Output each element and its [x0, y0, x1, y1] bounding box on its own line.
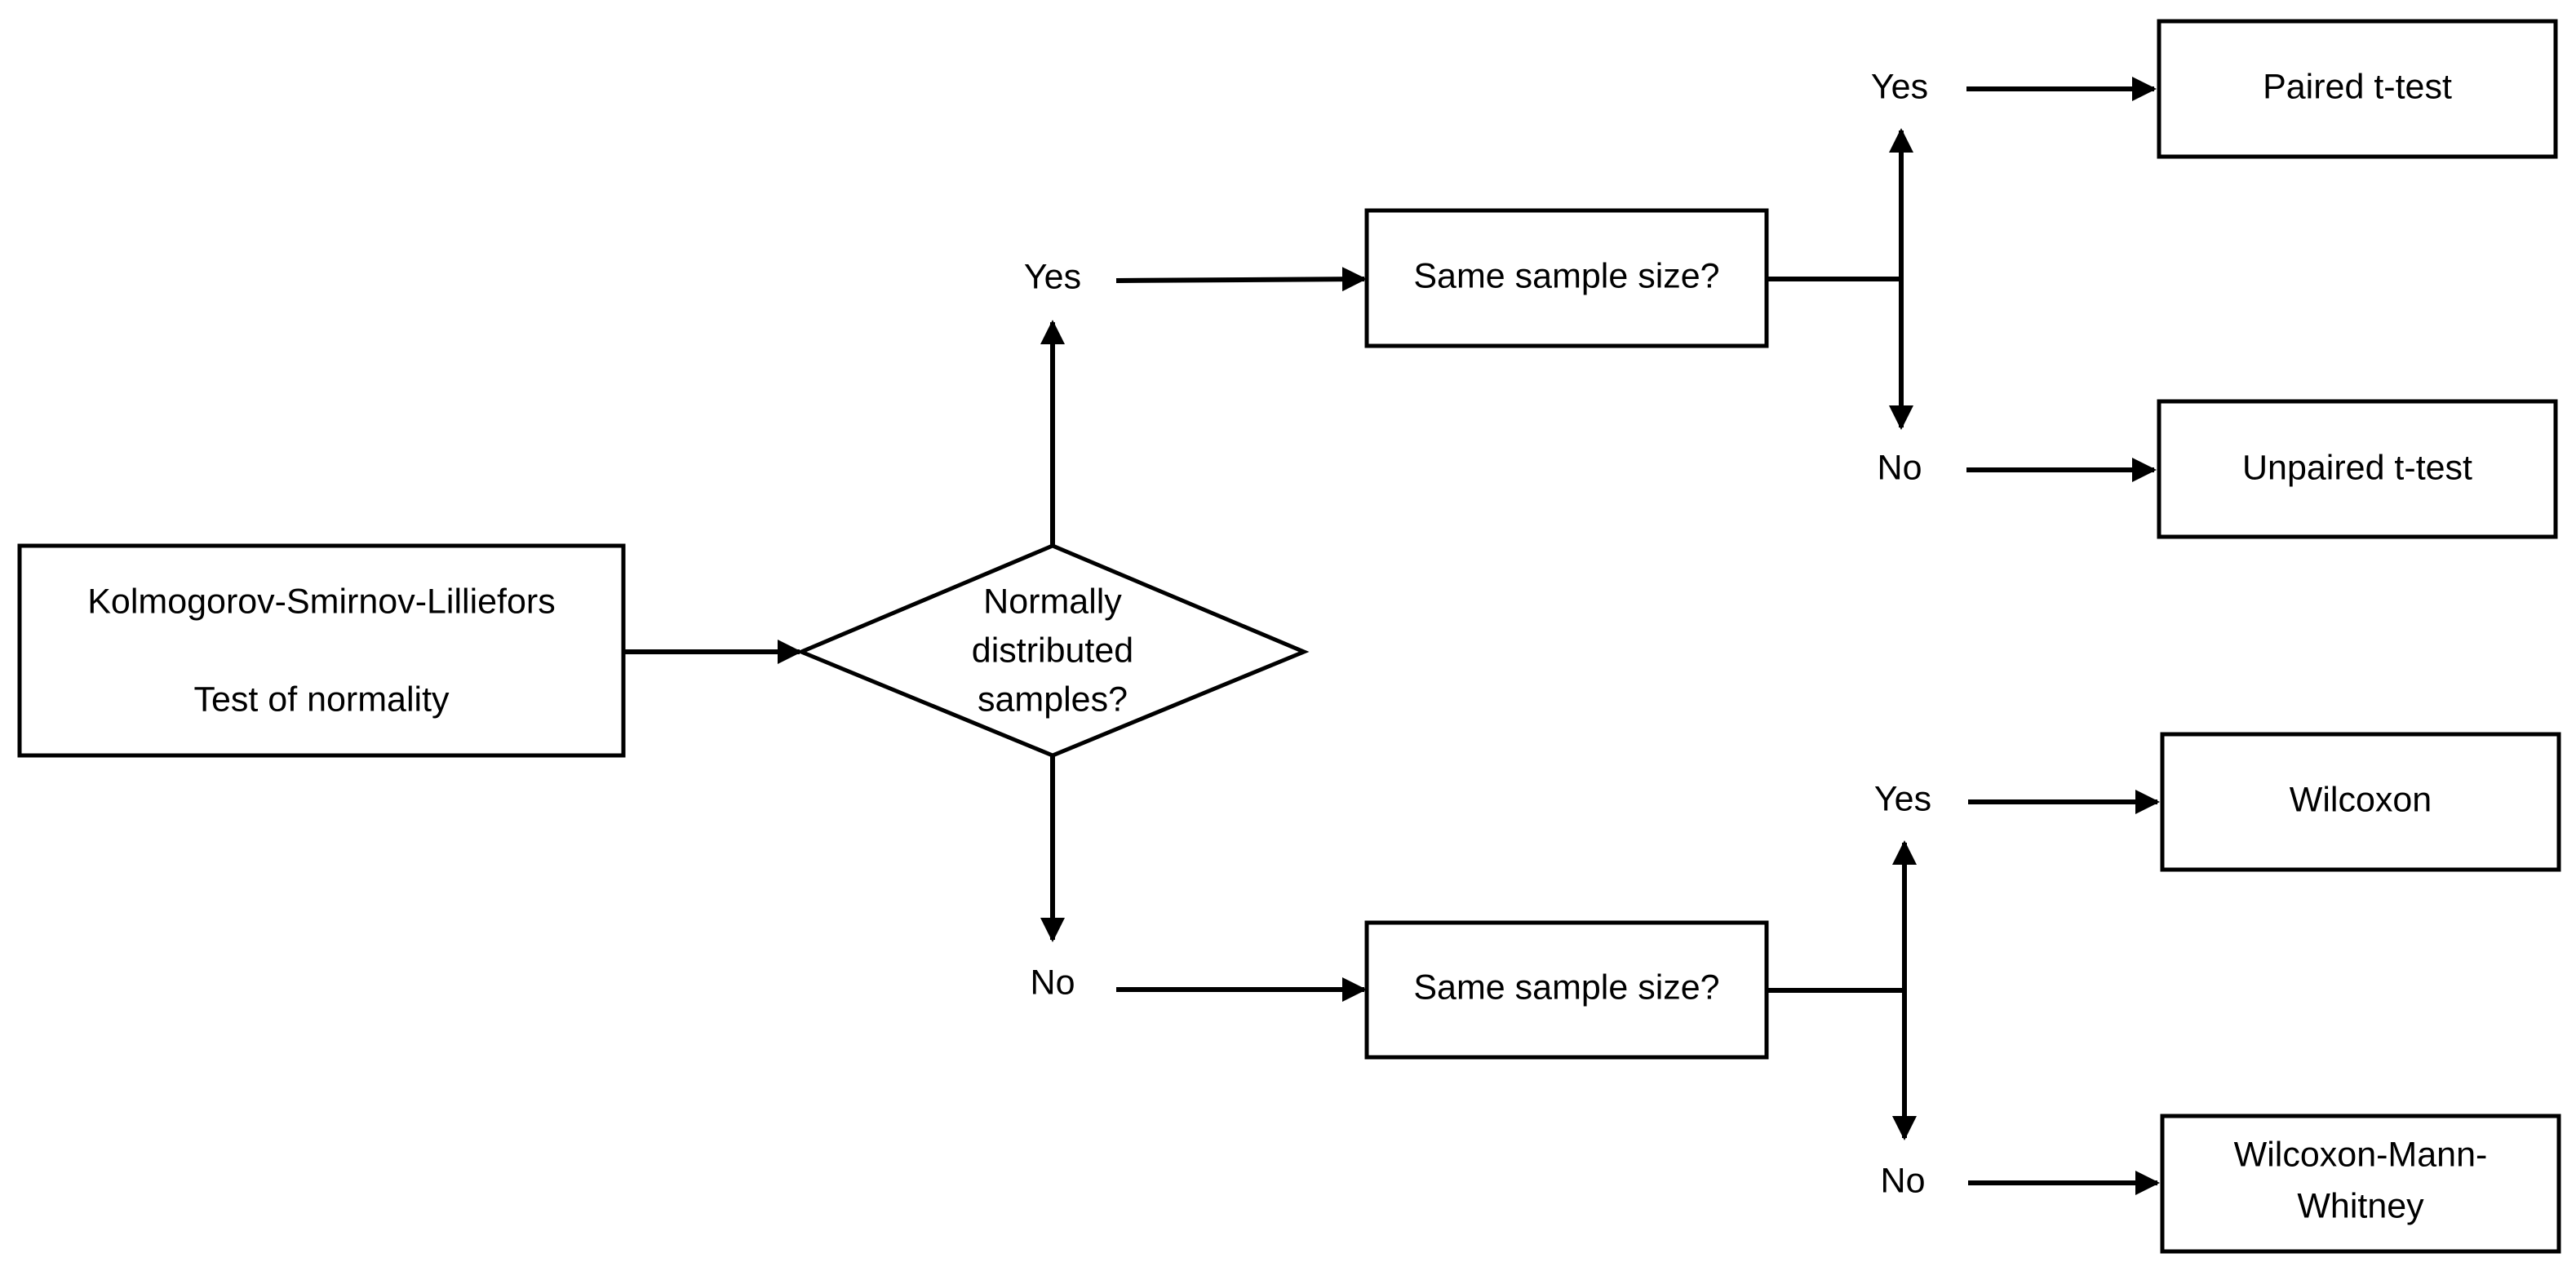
- question-box-top: Same sample size?: [1364, 208, 1769, 348]
- question-box-bottom: Same sample size?: [1364, 920, 1769, 1060]
- arrow-yes-to-question-top: [1115, 267, 1367, 292]
- branch-no-label: No: [1031, 963, 1075, 1002]
- result-paired-t-test-label: Paired t-test: [2263, 67, 2452, 106]
- start-box-line1: Kolmogorov-Smirnov-Lilliefors: [87, 582, 556, 621]
- result-wmw-line1: Wilcoxon-Mann-: [2234, 1135, 2488, 1174]
- decision-line1: Normally: [983, 582, 1122, 621]
- result-box-paired-t-test: Paired t-test: [2157, 19, 2558, 159]
- decision-line3: samples?: [978, 680, 1128, 719]
- top-no-label: No: [1878, 448, 1922, 487]
- result-box-unpaired-t-test: Unpaired t-test: [2157, 399, 2558, 539]
- bottom-yes-label: Yes: [1874, 779, 1931, 818]
- question-top-label: Same sample size?: [1413, 256, 1719, 295]
- result-wmw-line2: Whitney: [2297, 1186, 2424, 1225]
- start-box-line2: Test of normality: [193, 680, 450, 719]
- bottom-no-label: No: [1881, 1161, 1926, 1200]
- decision-line2: distributed: [972, 631, 1133, 670]
- result-box-wilcoxon-mann-whitney: Wilcoxon-Mann- Whitney: [2160, 1114, 2561, 1254]
- branch-yes-label: Yes: [1024, 257, 1081, 296]
- start-box: Kolmogorov-Smirnov-Lilliefors Test of no…: [17, 543, 626, 758]
- question-bottom-label: Same sample size?: [1413, 968, 1719, 1007]
- result-wilcoxon-label: Wilcoxon: [2290, 780, 2432, 819]
- result-box-wilcoxon: Wilcoxon: [2160, 732, 2561, 872]
- top-yes-label: Yes: [1871, 67, 1928, 106]
- decision-diamond: Normally distributed samples?: [796, 543, 1310, 758]
- result-unpaired-t-test-label: Unpaired t-test: [2242, 448, 2472, 487]
